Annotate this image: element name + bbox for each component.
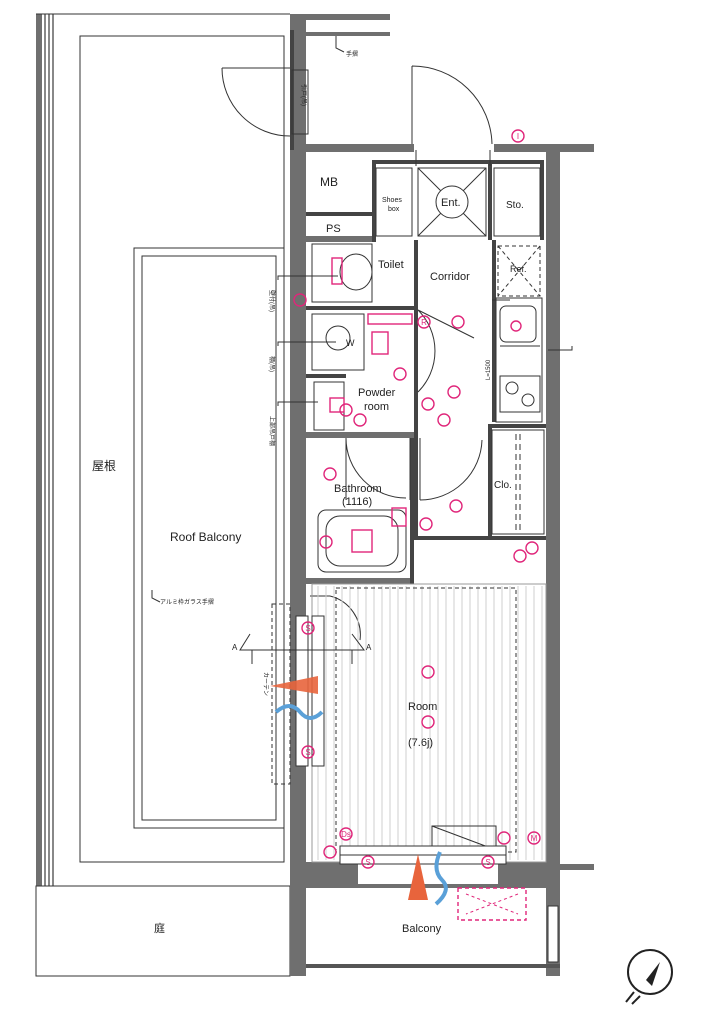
powder-room-label: Powder — [358, 387, 396, 399]
roof-structure — [35, 13, 291, 977]
windows — [271, 603, 559, 963]
closet-label: Clo. — [494, 480, 512, 491]
section-mark-left: A — [232, 643, 238, 652]
switch-icon-label: S — [485, 858, 490, 867]
meter-icon — [527, 831, 541, 845]
outlet-icon — [419, 517, 433, 531]
mb-label: MB — [320, 175, 338, 189]
switch-icon — [481, 855, 495, 869]
outlet-icon — [339, 403, 353, 417]
outlet-icon — [293, 293, 307, 307]
refrigerator-label: Ref. — [510, 264, 527, 274]
light-icon — [447, 385, 461, 399]
ceiling-height-note: L=1500 — [486, 359, 492, 380]
meter-icon-label: M — [531, 834, 538, 843]
switch-icon — [301, 621, 315, 635]
section-mark-right: A — [366, 643, 372, 652]
bathroom-label: Bathroom — [334, 483, 382, 495]
storage-label: Sto. — [506, 200, 524, 211]
vertical-note-1: 引戸(吊) — [300, 84, 308, 106]
corridor-label: Corridor — [430, 271, 470, 283]
equipment-symbols: I R S S Ds M S S — [293, 129, 541, 869]
outlet-icon — [513, 549, 527, 563]
switch-icon — [361, 855, 375, 869]
ps-label: PS — [326, 223, 341, 235]
main-room-floor — [311, 583, 547, 863]
powder-room-label-2: room — [364, 401, 389, 413]
toilet-label: Toilet — [378, 259, 404, 271]
roof-balcony-label: Roof Balcony — [170, 530, 241, 544]
doors — [221, 65, 540, 641]
outlet-icon — [525, 541, 539, 555]
remote-panel-icon — [417, 315, 431, 329]
outlet-icon — [353, 413, 367, 427]
light-icon — [437, 413, 451, 427]
shoes-box-label: Shoes — [382, 197, 402, 204]
bath-size-label: (1116) — [342, 496, 372, 508]
outlet-icon — [319, 535, 333, 549]
vertical-note-4: 上部吊戸棚 — [268, 416, 276, 446]
light-icon — [449, 499, 463, 513]
light-icon — [421, 715, 435, 729]
shoes-box-label-2: box — [388, 206, 400, 213]
room-size-label: (7.6j) — [408, 737, 433, 749]
entrance-label: Ent. — [441, 197, 461, 209]
vertical-note-5: カーテン — [262, 672, 269, 696]
fixtures-wet — [311, 243, 413, 573]
handrail-note: 手摺 — [346, 50, 358, 58]
balcony-label: Balcony — [402, 923, 442, 935]
outlet-icon — [497, 831, 511, 845]
north-arrow-icon — [625, 949, 673, 1005]
downlight-switch-icon-label: Ds — [341, 830, 351, 839]
room-label: Room — [408, 701, 437, 713]
light-icon — [421, 665, 435, 679]
airflow-arrows — [270, 676, 448, 906]
roof-kanji-label: 屋根 — [92, 459, 116, 473]
remote-panel-icon-label: R — [421, 318, 427, 327]
washer-label: W — [346, 338, 355, 348]
kitchen — [491, 245, 545, 535]
intercom-icon — [511, 129, 525, 143]
vertical-note-3: 棚(吊) — [268, 356, 276, 372]
section-line — [239, 633, 365, 664]
switch-icon-label: S — [305, 748, 310, 757]
switch-icon-label: S — [305, 624, 310, 633]
light-icon — [451, 315, 465, 329]
leader-lines — [151, 36, 573, 603]
labels: 屋根 Roof Balcony 庭 MB PS Shoes box Ent. S… — [92, 50, 527, 935]
garden-label: 庭 — [154, 921, 165, 935]
glass-rail-note: アルミ枠ガラス手摺 — [160, 598, 214, 606]
entry-area — [291, 69, 541, 237]
outlet-icon — [323, 467, 337, 481]
switch-icon-label: S — [365, 858, 370, 867]
light-icon — [393, 367, 407, 381]
vertical-note-2: 壁付(吊) — [268, 290, 276, 312]
outlet-icon — [323, 845, 337, 859]
outlet-icon — [421, 397, 435, 411]
switch-icon — [301, 745, 315, 759]
downlight-switch-icon — [339, 827, 353, 841]
intercom-icon-label: I — [517, 132, 519, 141]
